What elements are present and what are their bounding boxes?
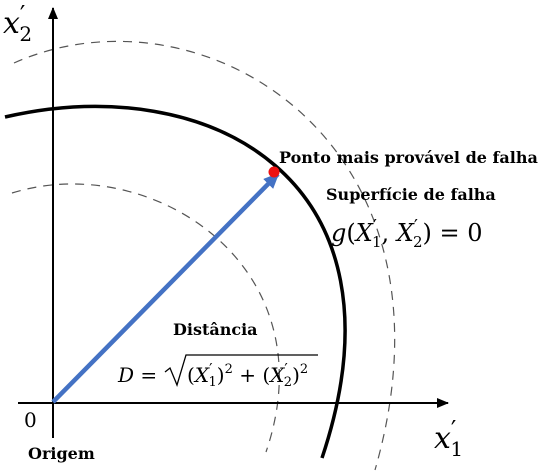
x-axis-label: x′1 [434,416,463,461]
distance-title: Distância [173,320,258,339]
origin-tick-label: 0 [24,408,37,432]
distance-vector [51,172,280,404]
sqrt-radical-sign [164,354,318,387]
most-probable-point-marker [268,166,280,178]
failure-surface-title: Superfície de falha [326,185,496,204]
failure-surface-curve [4,104,347,459]
distance-equation-radicand: (X′1)2 + (X′2)2 [187,360,308,390]
y-axis-label: x′2 [3,1,32,46]
dashed-contour-outer [13,40,396,471]
most-probable-point-label: Ponto mais provável de falha [279,148,538,167]
failure-surface-equation: g(X′1, X′2) = 0 [331,216,483,251]
distance-equation-lhs: D = [117,363,157,387]
origin-caption: Origem [28,444,95,463]
